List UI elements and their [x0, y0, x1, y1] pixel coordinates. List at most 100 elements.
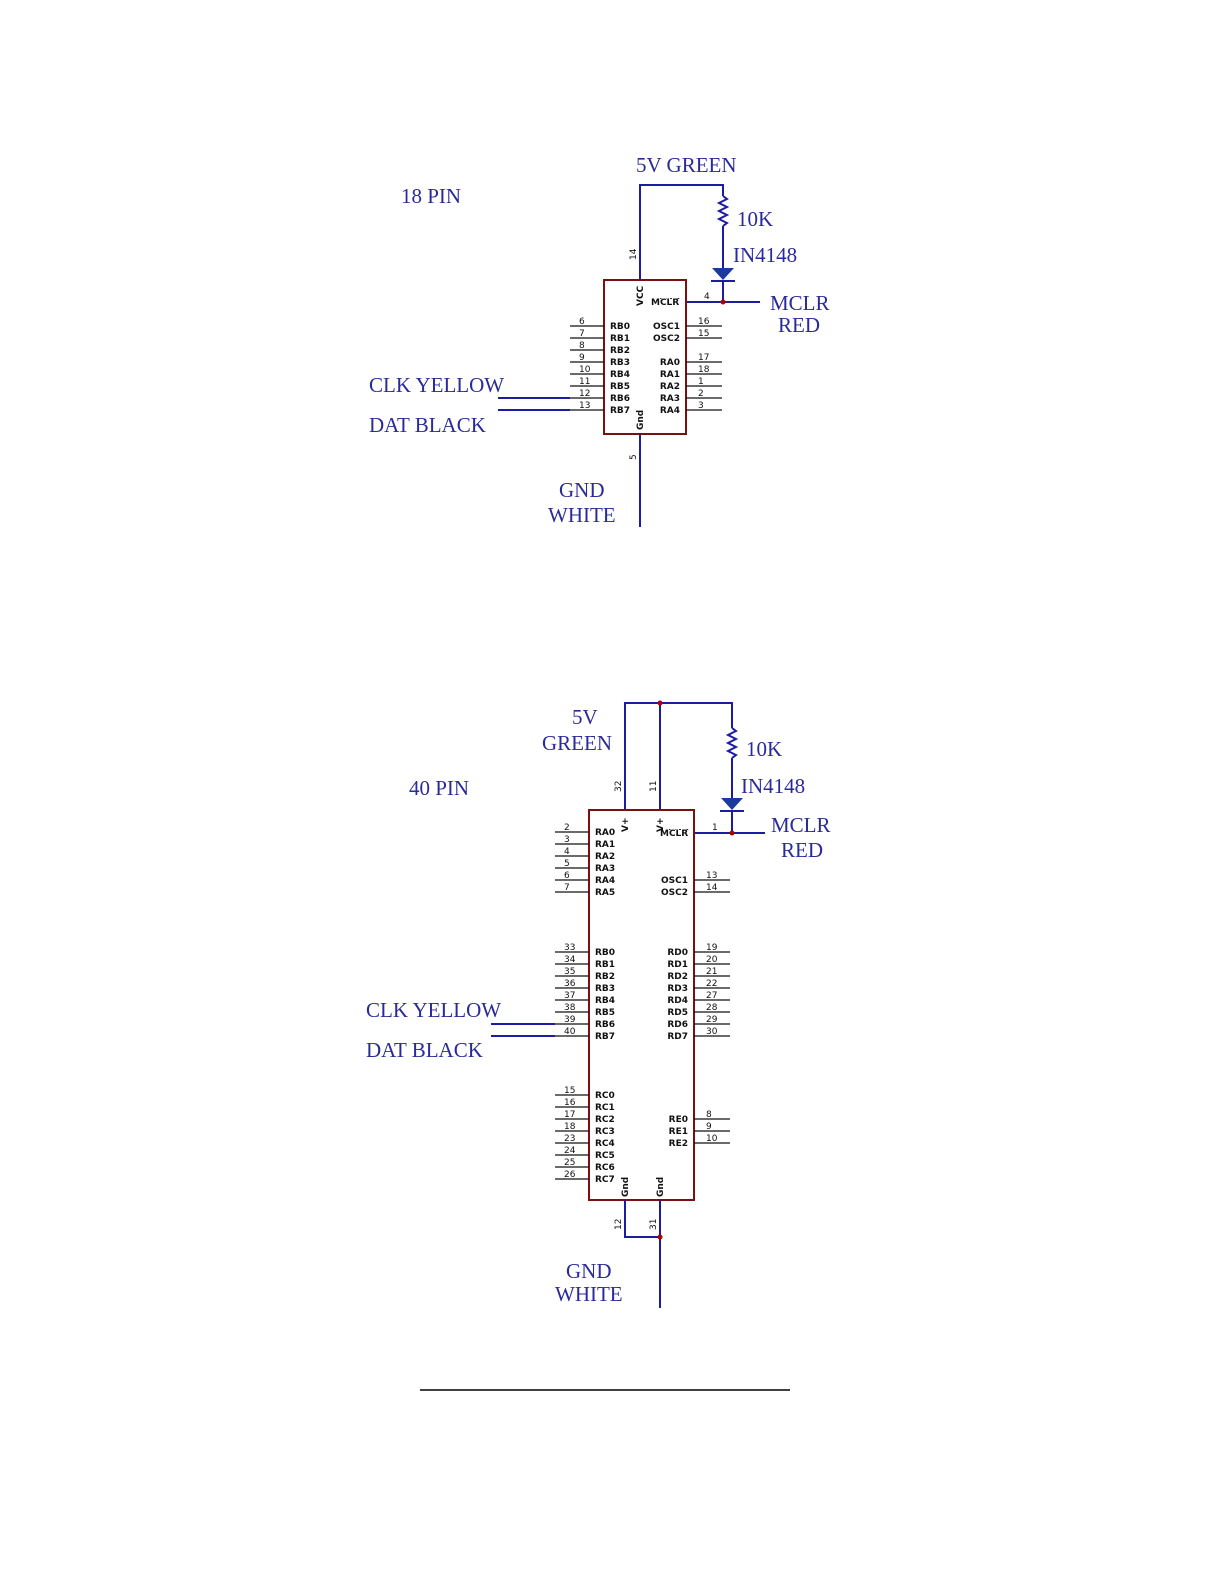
pin-number: 6 [579, 317, 585, 327]
diagram-40-pin: 40 PIN 5V GREEN 10K IN4148 MCLR RED 32 1… [366, 700, 831, 1308]
pin-number: 23 [564, 1134, 575, 1144]
pin-label: RB3 [610, 358, 630, 368]
pin-label: RA1 [595, 840, 615, 850]
pin-number: 16 [698, 317, 710, 327]
pin-label: RD1 [667, 960, 688, 970]
pin-label: RC2 [595, 1115, 615, 1125]
pin-label: RA0 [660, 358, 680, 368]
gnd-pin-label-18: Gnd [636, 410, 646, 430]
junction-dot-40-top [657, 700, 663, 706]
pin-label: RE1 [669, 1127, 688, 1137]
supply-label-18: 5V GREEN [636, 153, 737, 177]
pin-label: RB4 [595, 996, 615, 1006]
pin-number: 36 [564, 979, 576, 989]
gnd-pin-number-40-b: 31 [649, 1219, 659, 1230]
mclr-pin-label-18: MCLR [651, 298, 679, 308]
supply-wire-18 [639, 184, 724, 280]
pin-number: 40 [564, 1027, 576, 1037]
pin-label: RA0 [595, 828, 615, 838]
pin-number: 3 [698, 401, 704, 411]
pin-number: 13 [579, 401, 590, 411]
pin-number: 12 [579, 389, 590, 399]
diagram-18-pin: 18 PIN 5V GREEN 10K IN4148 MCLR RED 14 V… [369, 153, 830, 527]
pin-label: RD6 [667, 1020, 688, 1030]
mclr-color-label-18: RED [778, 313, 820, 337]
pin-number: 30 [706, 1027, 718, 1037]
pin-number: 25 [564, 1158, 575, 1168]
pin-number: 20 [706, 955, 718, 965]
pin-label: RE0 [669, 1115, 688, 1125]
pin-label: RB5 [610, 382, 630, 392]
pin-number: 7 [564, 883, 570, 893]
pin-number: 1 [698, 377, 704, 387]
junction-dot-40-gnd [657, 1234, 663, 1240]
pin-number: 8 [579, 341, 585, 351]
pin-label: RA5 [595, 888, 615, 898]
pin-number: 34 [564, 955, 576, 965]
pin-number: 10 [579, 365, 591, 375]
clk-label-40: CLK YELLOW [366, 998, 501, 1022]
gnd-color-label-40: WHITE [555, 1282, 623, 1306]
vcc-pin-number-18: 14 [629, 248, 639, 260]
diode-label-18: IN4148 [733, 243, 797, 267]
pin-number: 2 [564, 823, 570, 833]
gnd-label-18: GND [559, 478, 605, 502]
mclr-label-18: MCLR [770, 291, 830, 315]
pin-number: 22 [706, 979, 717, 989]
gnd-pin-label-40-a: Gnd [621, 1177, 631, 1197]
resistor-symbol-40 [725, 727, 739, 759]
pin-label: RD2 [667, 972, 688, 982]
pin-label: RC5 [595, 1151, 615, 1161]
diagram-40-title: 40 PIN [409, 776, 469, 800]
pin-number: 19 [706, 943, 718, 953]
pin-number: 35 [564, 967, 575, 977]
gnd-wire-40-a [624, 1200, 660, 1238]
pin-label: RB1 [610, 334, 630, 344]
pin-label: RA2 [660, 382, 680, 392]
pin-number: 7 [579, 329, 585, 339]
pin-number: 38 [564, 1003, 576, 1013]
diode-symbol-18 [712, 268, 734, 280]
pin-label: RD0 [667, 948, 688, 958]
mclr-label-40: MCLR [771, 813, 831, 837]
pin-label: RD7 [667, 1032, 688, 1042]
mclr-pin-number-18: 4 [704, 292, 710, 302]
pin-number: 27 [706, 991, 717, 1001]
pin-number: 16 [564, 1098, 576, 1108]
pin-number: 8 [706, 1110, 712, 1120]
pin-label: RC0 [595, 1091, 615, 1101]
pin-label: RC3 [595, 1127, 615, 1137]
gnd-color-label-18: WHITE [548, 503, 616, 527]
pin-number: 29 [706, 1015, 718, 1025]
pin-label: OSC2 [653, 334, 680, 344]
mclr-pin-number-40: 1 [712, 823, 718, 833]
supply-label-40: 5V [572, 705, 598, 729]
pin-label: RA3 [595, 864, 615, 874]
vcc-pin-label-18: VCC [636, 285, 646, 306]
dat-label-18: DAT BLACK [369, 413, 486, 437]
pin-number: 11 [579, 377, 590, 387]
pin-label: RA3 [660, 394, 680, 404]
pic-chip-18-body [603, 279, 687, 435]
